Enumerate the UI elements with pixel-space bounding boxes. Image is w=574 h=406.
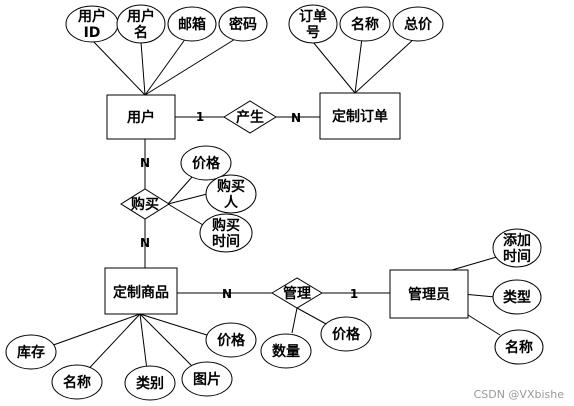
svg-text:购买: 购买 (212, 217, 240, 234)
svg-text:价格: 价格 (192, 155, 221, 172)
relationship-label: 购买 (131, 196, 159, 213)
attribute-user-id: 用户 ID (65, 5, 119, 43)
attribute-product-category: 类别 (124, 365, 176, 401)
attribute-product-name: 名称 (51, 364, 103, 400)
svg-text:名称: 名称 (63, 374, 91, 391)
attribute-buy-buyer: 购买 人 (205, 174, 257, 214)
attribute-admin-type: 类型 (492, 279, 542, 315)
svg-text:密码: 密码 (228, 16, 257, 33)
attribute-order-no: 订单 号 (288, 4, 338, 44)
cardinality-manage-admin: 1 (350, 287, 358, 301)
svg-text:数量: 数量 (272, 343, 300, 360)
svg-text:用户: 用户 (78, 8, 106, 25)
svg-text:图片: 图片 (193, 371, 221, 388)
svg-text:用户: 用户 (127, 8, 155, 25)
relationship-label: 管理 (283, 285, 311, 302)
svg-text:订单: 订单 (299, 8, 327, 25)
cardinality-produce-user: 1 (196, 110, 204, 124)
attribute-admin-added-time: 添加 时间 (492, 228, 542, 268)
attribute-manage-price: 价格 (320, 316, 372, 352)
relationship-label: 产生 (236, 109, 264, 126)
attribute-product-price: 价格 (205, 322, 257, 358)
cardinality-manage-product: N (222, 287, 232, 301)
svg-text:时间: 时间 (212, 233, 240, 250)
attribute-user-email: 邮箱 (167, 6, 217, 42)
entity-label: 定制商品 (113, 284, 169, 301)
cardinality-produce-order: N (291, 111, 301, 125)
attribute-order-name: 名称 (339, 6, 391, 42)
cardinality-labels: 1 N N N N 1 (140, 110, 358, 301)
attribute-manage-qty: 数量 (260, 333, 312, 369)
svg-text:名称: 名称 (505, 339, 533, 356)
svg-text:号: 号 (306, 25, 320, 41)
svg-text:时间: 时间 (503, 248, 531, 265)
cardinality-buy-product: N (140, 236, 150, 250)
relationship-produce: 产生 (223, 100, 277, 134)
svg-text:ID: ID (84, 25, 101, 41)
entity-user: 用户 (106, 94, 176, 140)
svg-text:类型: 类型 (503, 289, 531, 306)
attribute-buy-price: 价格 (180, 145, 232, 181)
entity-order: 定制订单 (319, 92, 401, 140)
entity-label: 管理员 (408, 286, 450, 303)
svg-text:价格: 价格 (217, 332, 246, 349)
svg-text:购买: 购买 (217, 178, 245, 195)
svg-text:人: 人 (224, 194, 239, 211)
attribute-admin-name: 名称 (494, 329, 544, 365)
svg-text:类别: 类别 (136, 375, 164, 392)
svg-text:价格: 价格 (332, 326, 361, 343)
connector-lines (44, 35, 501, 379)
cardinality-buy-user: N (140, 156, 150, 170)
entity-label: 用户 (127, 109, 155, 126)
svg-text:名称: 名称 (351, 16, 379, 33)
watermark: CSDN @VXbishe (474, 388, 565, 401)
attribute-product-stock: 库存 (5, 334, 57, 370)
svg-text:库存: 库存 (17, 344, 45, 361)
svg-text:名: 名 (134, 24, 148, 41)
attribute-user-password: 密码 (218, 6, 268, 42)
attribute-product-image: 图片 (181, 361, 233, 397)
entity-product: 定制商品 (104, 267, 178, 315)
attribute-buy-time: 购买 时间 (199, 213, 253, 253)
relationship-buy: 购买 (120, 188, 170, 220)
svg-text:总价: 总价 (404, 16, 433, 33)
svg-text:添加: 添加 (503, 232, 531, 249)
entity-label: 定制订单 (332, 108, 388, 125)
svg-text:邮箱: 邮箱 (178, 16, 206, 33)
attribute-order-total: 总价 (392, 6, 444, 42)
attribute-user-name: 用户 名 (116, 4, 166, 44)
entity-admin: 管理员 (389, 269, 469, 319)
relationship-manage: 管理 (271, 277, 323, 309)
